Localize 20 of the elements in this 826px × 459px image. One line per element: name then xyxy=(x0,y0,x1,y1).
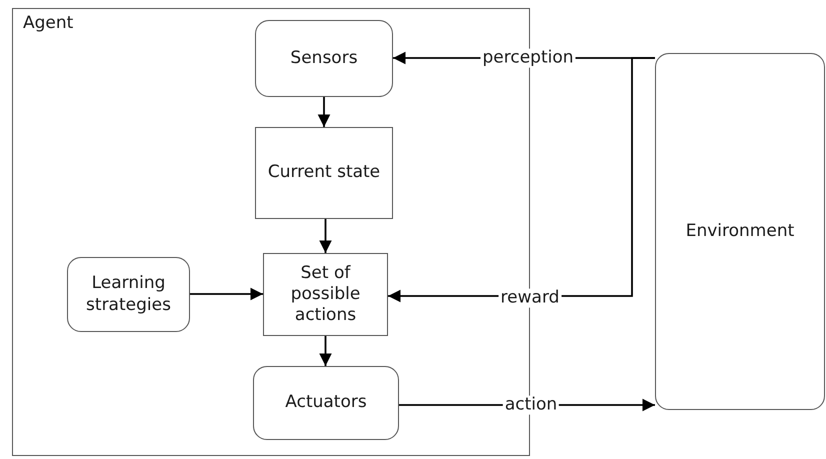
edge-label: action xyxy=(502,396,560,414)
process-box xyxy=(255,127,393,219)
rounded-box xyxy=(655,53,825,410)
arrow xyxy=(319,219,332,253)
node-label: Set of possible actions xyxy=(290,262,362,326)
rounded-box xyxy=(253,366,399,440)
rounded-box xyxy=(67,257,190,332)
arrow xyxy=(319,336,332,366)
node-label: Actuators xyxy=(284,392,368,414)
node-label: Learning strategies xyxy=(85,273,172,316)
edge-label: reward xyxy=(498,288,562,308)
rounded-box xyxy=(255,20,393,97)
process-box xyxy=(263,253,388,336)
frame-title: Agent xyxy=(22,13,74,34)
node-label: Current state xyxy=(266,162,382,184)
arrow xyxy=(190,288,263,300)
node-label: Sensors xyxy=(289,48,359,70)
arrow xyxy=(318,97,330,127)
edge-label: perception xyxy=(480,48,576,68)
node-label: Environment xyxy=(684,220,796,242)
